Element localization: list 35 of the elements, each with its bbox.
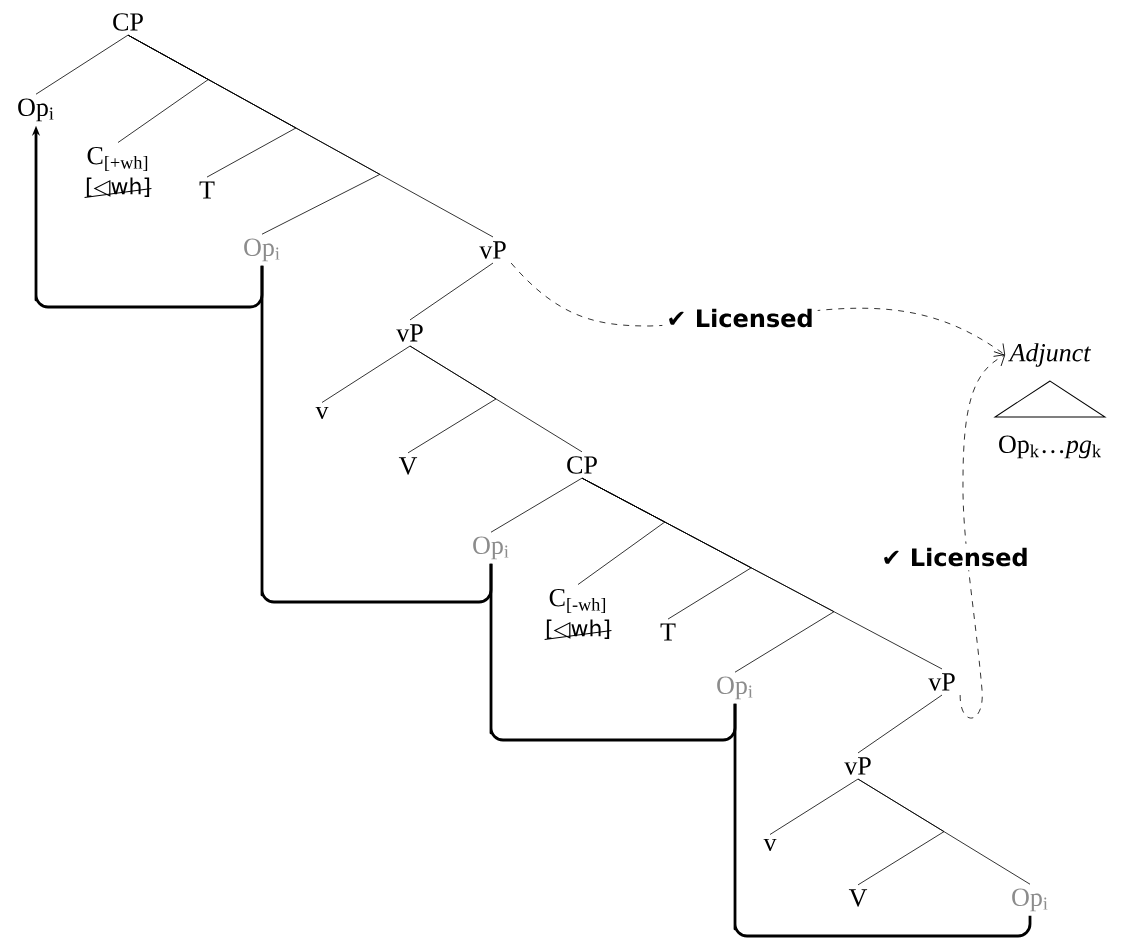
node-label: Adjunct [1008, 343, 1091, 367]
dashed-connector [959, 351, 1006, 719]
feature-label: C$_{[+wh]}$ [◁wh] [84, 146, 152, 198]
feature-label: C$_{[-wh]}$ [◁wh] [544, 588, 612, 640]
tree-label: Op$_{i}$ [1012, 888, 1048, 912]
edge-label: ✔ Licensed [662, 304, 818, 332]
tree-label: Op$_{i}$ [473, 536, 509, 560]
tree-label: CP [113, 13, 143, 31]
tree-label: Op$_{i}$ [18, 98, 54, 122]
tree-branch [581, 477, 943, 670]
tree-label: Op$_{i}$ [717, 676, 753, 700]
tree-branch [127, 34, 494, 238]
tree-branch [490, 477, 583, 533]
tree-branch [857, 694, 943, 754]
tree-label: vP [844, 757, 871, 775]
tree-label: CP [567, 456, 597, 474]
tree-branch [321, 345, 411, 403]
tree-label: T [199, 181, 215, 199]
node-label: Op$_{k}$…pg$_{k}$ [999, 435, 1101, 459]
edge-label: ✔ Licensed [877, 543, 1033, 571]
triangle-drawing: Adjunct Op$_{k}$…pg$_{k}$ [994, 343, 1106, 459]
tree-label: vP [396, 324, 423, 342]
tree-label: Op$_{i}$ [244, 238, 280, 262]
tree-label: v [315, 406, 329, 420]
tree-label: T [660, 623, 676, 641]
tree-branch [769, 778, 859, 835]
tree-branch [409, 345, 583, 453]
tree-label: V [848, 889, 868, 907]
tree-label: vP [928, 673, 955, 691]
tree-label: vP [479, 241, 506, 259]
tree-branch [35, 34, 129, 95]
tree-label: V [398, 457, 418, 475]
tree-branch [857, 778, 1031, 885]
tree-label: v [763, 838, 777, 852]
tree-branch [409, 262, 494, 321]
